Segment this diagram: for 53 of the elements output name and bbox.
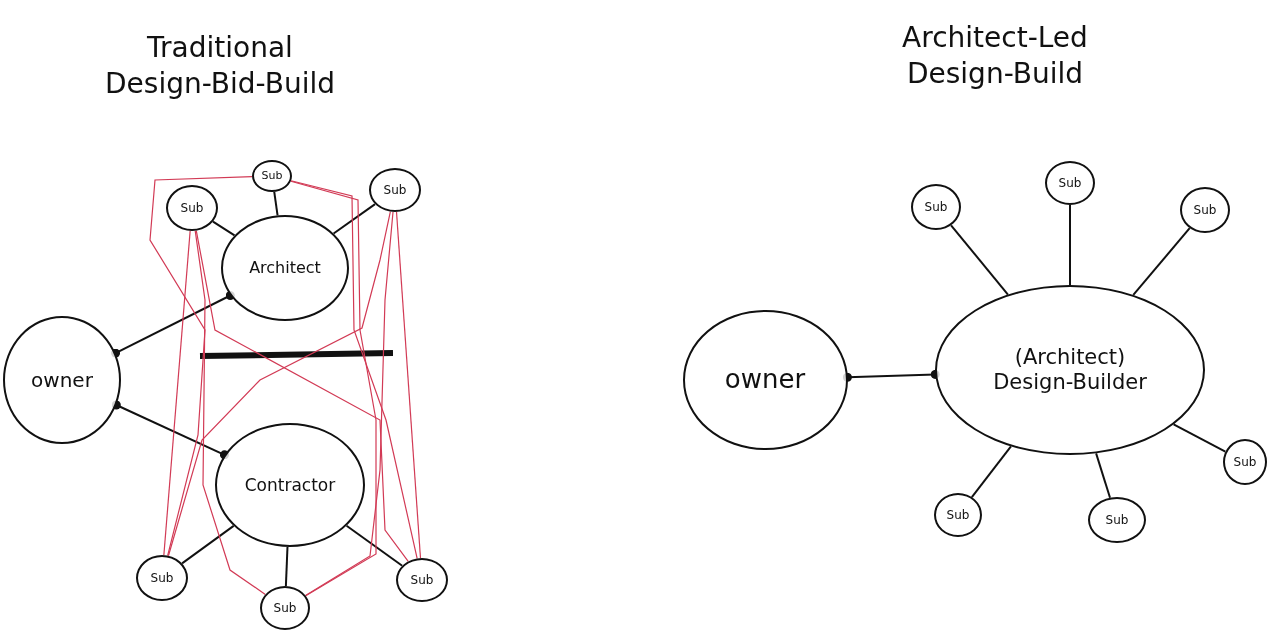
diagram-heading: Traditional Design-Bid-Build: [104, 30, 336, 103]
circle-node: [369, 168, 421, 212]
node-label: Sub: [410, 572, 434, 588]
connector-line: [332, 203, 377, 235]
connector-line: [212, 220, 236, 237]
diagram-heading: Architect-Led Design-Build: [901, 20, 1089, 93]
node-label: Sub: [1058, 175, 1082, 191]
node-label: Sub: [1105, 512, 1129, 528]
circle-node: [136, 555, 188, 601]
connector-line: [163, 230, 191, 556]
node-label: owner: [724, 364, 806, 396]
node-label: Contractor: [244, 474, 336, 496]
circle-node: [934, 493, 982, 537]
node-label: owner: [31, 368, 93, 392]
node-label: Sub: [150, 570, 174, 586]
connector-line: [1069, 204, 1071, 286]
connector-line: [304, 211, 394, 597]
circle-node: [260, 586, 310, 630]
connector-line: [149, 176, 253, 557]
node-label: Sub: [1233, 454, 1257, 470]
connector-line: [1095, 452, 1111, 499]
node-label: Sub: [383, 182, 407, 198]
connector-line: [290, 180, 418, 559]
circle-node: [396, 558, 448, 602]
circle-node: [911, 184, 961, 230]
node-label: Design-Builder: [993, 370, 1147, 396]
connector-line: [195, 230, 409, 562]
circle-node: [252, 160, 292, 192]
circle-node: [1180, 187, 1230, 233]
node-label: Sub: [261, 169, 283, 183]
connector-line: [1172, 423, 1227, 453]
connector-line: [950, 224, 1009, 296]
node-label: (Architect): [1014, 344, 1126, 370]
connector-line: [290, 180, 377, 597]
connector-line: [1132, 227, 1191, 296]
node-label: Sub: [1193, 202, 1217, 218]
connector-line: [194, 230, 266, 595]
circle-node: [1045, 161, 1095, 205]
connector-line: [181, 524, 235, 565]
connector-line: [284, 545, 289, 587]
node-label: Architect: [249, 258, 321, 278]
node-label: Sub: [180, 200, 204, 216]
circle-node: [166, 185, 218, 231]
connector-line: [970, 445, 1012, 499]
node-label: Sub: [946, 507, 970, 523]
connector-line: [167, 211, 391, 557]
connector-line: [395, 211, 422, 559]
connector-line: [273, 190, 279, 217]
circle-node: [1223, 439, 1267, 485]
node-label: Sub: [924, 199, 948, 215]
circle-node: [1088, 497, 1146, 543]
connector-line: [345, 524, 404, 567]
node-label: Sub: [273, 600, 297, 616]
